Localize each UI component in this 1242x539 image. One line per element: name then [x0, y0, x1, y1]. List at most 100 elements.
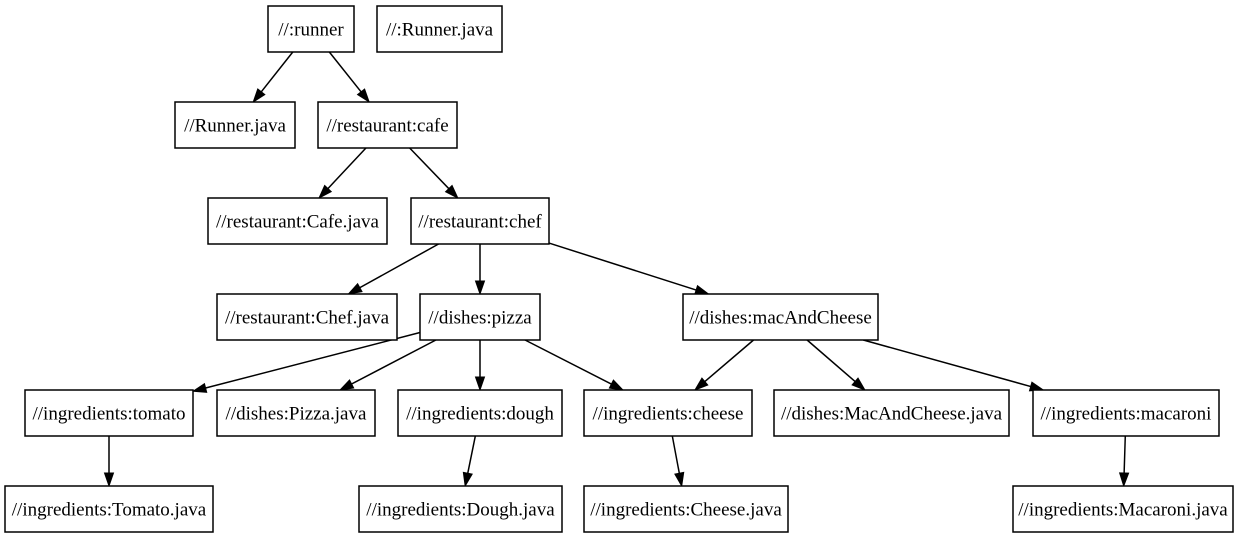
edge-line — [258, 51, 294, 95]
edge-line — [325, 147, 367, 192]
node-box — [376, 5, 503, 53]
node-chef: //restaurant:chef — [410, 197, 550, 245]
edge-pizza-to-dough — [474, 340, 486, 392]
node-label: //ingredients:Tomato.java — [12, 500, 207, 521]
node-pizza: //dishes:pizza — [419, 293, 541, 341]
node-box — [419, 293, 541, 341]
node-box — [216, 389, 376, 437]
edge-chef-to-pizza — [474, 244, 486, 296]
node-box — [773, 389, 1010, 437]
node-macaroni-java: //ingredients:Macaroni.java — [1012, 485, 1234, 533]
arrowhead-icon — [318, 184, 333, 200]
edge-pizza-to-pizza-java — [338, 339, 437, 391]
node-box — [397, 389, 563, 437]
node-label: //ingredients:macaroni — [1041, 404, 1212, 425]
node-box — [358, 485, 563, 533]
edge-cafe-to-chef — [409, 147, 459, 200]
edge-mac-and-cheese-to-mac-and-cheese-java — [806, 339, 867, 391]
arrowhead-icon — [693, 377, 709, 391]
arrowhead-icon — [474, 280, 486, 296]
node-box — [317, 101, 458, 149]
node-pizza-java: //dishes:Pizza.java — [216, 389, 376, 437]
node-label: //:Runner.java — [386, 20, 494, 41]
node-dough-java: //ingredients:Dough.java — [358, 485, 563, 533]
node-box — [216, 293, 398, 341]
edge-pizza-to-tomato — [191, 331, 421, 393]
edge-line — [328, 51, 364, 95]
arrowhead-icon — [608, 379, 625, 391]
node-runner-java-file: //Runner.java — [174, 101, 296, 149]
node-box — [583, 485, 789, 533]
edge-line — [409, 147, 452, 192]
edge-cafe-to-cafe-java — [318, 147, 367, 200]
arrowhead-icon — [347, 282, 363, 295]
arrowhead-icon — [462, 471, 473, 488]
node-box — [1032, 389, 1220, 437]
edge-cheese-to-cheese-java — [671, 435, 685, 488]
edge-pizza-to-cheese — [524, 339, 625, 391]
edge-chef-to-mac-and-cheese — [548, 242, 710, 295]
node-box — [24, 389, 194, 437]
node-box — [207, 197, 388, 245]
node-box — [4, 485, 214, 533]
node-cheese: //ingredients:cheese — [583, 389, 753, 437]
node-label: //dishes:pizza — [428, 308, 532, 329]
node-label: //:runner — [278, 20, 344, 41]
edge-line — [466, 435, 477, 477]
node-label: //ingredients:Cheese.java — [590, 500, 782, 521]
arrowhead-icon — [851, 377, 867, 391]
edge-line — [863, 339, 1034, 389]
node-label: //ingredients:tomato — [32, 404, 185, 425]
edge-line — [202, 331, 421, 390]
arrowhead-icon — [356, 88, 371, 104]
edge-line — [348, 339, 437, 387]
arrowhead-icon — [694, 284, 710, 295]
node-chef-java: //restaurant:Chef.java — [216, 293, 398, 341]
edge-line — [702, 339, 755, 385]
node-label: //restaurant:Chef.java — [225, 308, 390, 329]
node-cafe: //restaurant:cafe — [317, 101, 458, 149]
node-label: //Runner.java — [184, 116, 286, 137]
edge-chef-to-chef-java — [347, 243, 439, 295]
node-mac-and-cheese-java: //dishes:MacAndCheese.java — [773, 389, 1010, 437]
node-box — [1012, 485, 1234, 533]
arrowhead-icon — [252, 88, 266, 104]
arrowhead-icon — [191, 382, 208, 393]
arrowhead-icon — [103, 472, 115, 488]
node-mac-and-cheese: //dishes:macAndCheese — [682, 293, 879, 341]
node-box — [267, 5, 355, 53]
node-cheese-java: //ingredients:Cheese.java — [583, 485, 789, 533]
node-label: //dishes:MacAndCheese.java — [781, 404, 1003, 425]
node-label: //restaurant:cafe — [326, 116, 448, 137]
edge-runner-to-runner-java-file — [252, 51, 294, 104]
node-label: //ingredients:Macaroni.java — [1018, 500, 1228, 521]
arrowhead-icon — [444, 184, 459, 200]
node-box — [174, 101, 296, 149]
node-runner-java-target: //:Runner.java — [376, 5, 503, 53]
node-box — [410, 197, 550, 245]
node-runner: //:runner — [267, 5, 355, 53]
edge-line — [1123, 435, 1127, 477]
arrowhead-icon — [474, 376, 486, 392]
edge-line — [806, 339, 858, 385]
node-macaroni: //ingredients:macaroni — [1032, 389, 1220, 437]
node-label: //dishes:macAndCheese — [689, 308, 872, 329]
edge-runner-to-cafe — [328, 51, 371, 104]
edge-mac-and-cheese-to-cheese — [693, 339, 755, 391]
arrowhead-icon — [338, 379, 355, 391]
node-label: //ingredients:cheese — [593, 404, 744, 425]
edge-line — [671, 435, 681, 477]
edge-line — [524, 339, 615, 387]
node-box — [682, 293, 879, 341]
node-label: //restaurant:chef — [418, 212, 542, 233]
arrowhead-icon — [1118, 472, 1130, 488]
node-box — [583, 389, 753, 437]
node-dough: //ingredients:dough — [397, 389, 563, 437]
edge-tomato-to-tomato-java — [103, 436, 115, 488]
node-tomato: //ingredients:tomato — [24, 389, 194, 437]
edge-mac-and-cheese-to-macaroni — [863, 339, 1045, 392]
node-tomato-java: //ingredients:Tomato.java — [4, 485, 214, 533]
node-label: //ingredients:dough — [406, 404, 554, 425]
